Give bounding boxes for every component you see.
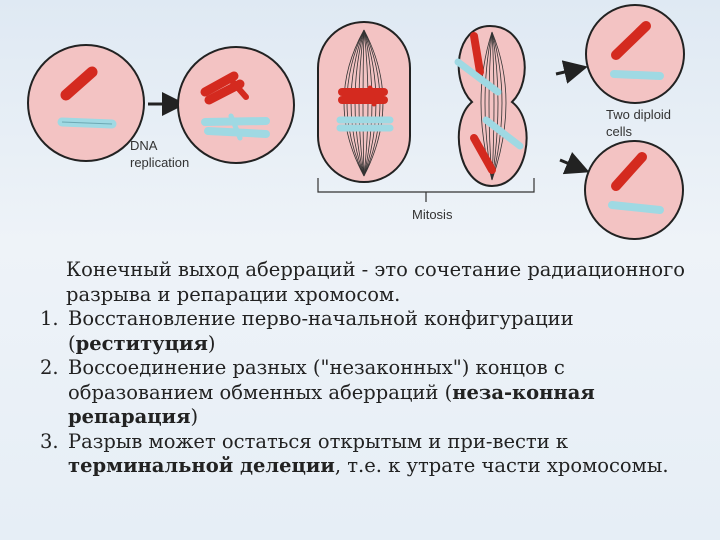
daughter-cell-bottom xyxy=(584,140,684,240)
dna-replication-label: DNA replication xyxy=(130,138,189,170)
explanation-text: Конечный выход аберраций - это сочетание… xyxy=(40,258,690,479)
term-restitution: реституция xyxy=(75,331,208,355)
cell-division-diagram: DNA replication xyxy=(27,4,685,240)
anaphase-cell xyxy=(454,24,528,188)
item-number: 1. xyxy=(40,307,59,330)
metaphase-cell xyxy=(317,21,411,183)
diploid-cells-label: Two diploid cells xyxy=(606,107,675,139)
term-terminal-deletion: терминальной делеции xyxy=(68,454,335,477)
term-illegitimate-repair: неза-конная репарация xyxy=(68,380,595,429)
intro-paragraph: Конечный выход аберраций - это сочетание… xyxy=(66,258,686,306)
list-item-terminal-deletion: 3. Разрыв может остаться открытым и при-… xyxy=(40,429,669,478)
red-chromosome xyxy=(60,66,98,101)
list-item-illegitimate-repair: 2. Воссоединение разных ("незаконных") к… xyxy=(40,356,595,429)
item-number: 2. xyxy=(40,356,59,379)
replicated-cell xyxy=(177,46,295,164)
item-number: 3. xyxy=(40,429,59,453)
list-item-restitution: 1. Восстановление перво-начальной конфиг… xyxy=(40,307,574,355)
arrow-to-top-cell xyxy=(555,60,588,84)
daughter-cell-top xyxy=(585,4,685,104)
arrow-to-bottom-cell xyxy=(559,152,590,175)
parent-cell xyxy=(27,44,145,162)
mitosis-label: Mitosis xyxy=(412,207,453,222)
